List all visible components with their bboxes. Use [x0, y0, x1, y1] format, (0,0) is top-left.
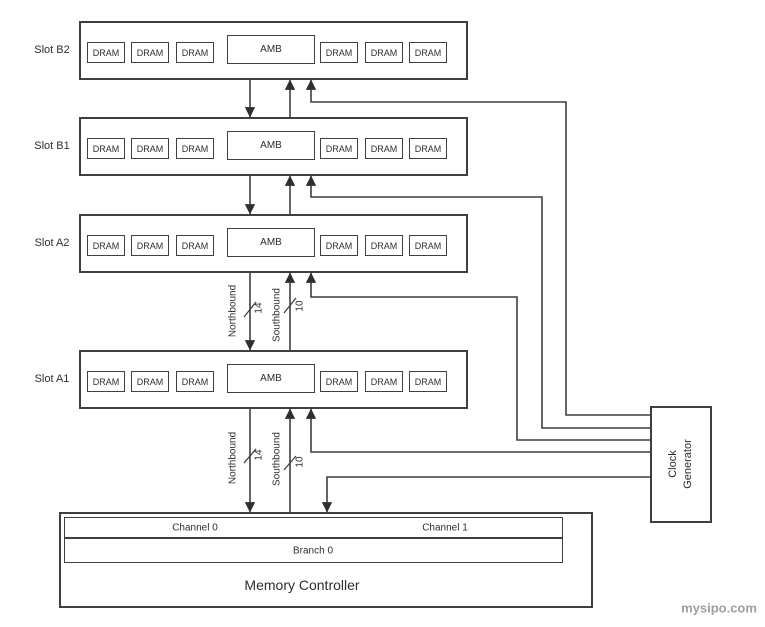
- southbound-label: Southbound: [271, 288, 283, 342]
- dram-chip: DRAM: [409, 42, 447, 63]
- slot-a1-label: Slot A1: [34, 373, 70, 385]
- dram-chip: DRAM: [365, 138, 403, 159]
- northbound-width-label: 14: [253, 302, 265, 314]
- amb-chip: AMB: [227, 131, 315, 160]
- clock-generator-label-line2: Generator: [682, 439, 694, 489]
- slot-a2-box: DRAM DRAM DRAM AMB DRAM DRAM DRAM: [79, 214, 468, 273]
- dram-chip: DRAM: [176, 138, 214, 159]
- northbound-width-label: 14: [253, 449, 265, 461]
- dram-chip: DRAM: [176, 235, 214, 256]
- watermark: mysipo.com: [681, 600, 757, 616]
- clock-route-slot-a1: [305, 408, 650, 453]
- bus-width-ticks: [243, 297, 297, 471]
- slot-a1-box: DRAM DRAM DRAM AMB DRAM DRAM DRAM: [79, 350, 468, 409]
- dram-chip: DRAM: [409, 371, 447, 392]
- dram-chip: DRAM: [365, 371, 403, 392]
- dram-chip: DRAM: [409, 235, 447, 256]
- dram-chip: DRAM: [176, 371, 214, 392]
- dram-chip: DRAM: [87, 138, 125, 159]
- amb-chip: AMB: [227, 228, 315, 257]
- dram-chip: DRAM: [131, 371, 169, 392]
- dram-chip: DRAM: [409, 138, 447, 159]
- dram-chip: DRAM: [365, 42, 403, 63]
- dram-chip: DRAM: [87, 371, 125, 392]
- southbound-label: Southbound: [271, 432, 283, 486]
- clock-generator-box: [650, 406, 712, 523]
- amb-chip: AMB: [227, 364, 315, 393]
- dram-chip: DRAM: [320, 138, 358, 159]
- slot-a2-label: Slot A2: [34, 237, 70, 249]
- dram-chip: DRAM: [320, 42, 358, 63]
- slot-b2-box: DRAM DRAM DRAM AMB DRAM DRAM DRAM: [79, 21, 468, 80]
- channel-row-box: [64, 517, 563, 539]
- southbound-width-label: 10: [294, 300, 306, 312]
- northbound-label: Northbound: [227, 431, 239, 485]
- clock-route-slot-b1: [305, 175, 650, 429]
- dram-chip: DRAM: [131, 138, 169, 159]
- branch-row-box: [64, 537, 563, 563]
- dram-chip: DRAM: [131, 235, 169, 256]
- northbound-label: Northbound: [227, 284, 239, 338]
- amb-chip: AMB: [227, 35, 315, 64]
- slot-b1-label: Slot B1: [34, 140, 70, 152]
- dram-chip: DRAM: [320, 371, 358, 392]
- clock-route-slot-a2: [305, 272, 650, 441]
- clock-generator-label: Clock Generator: [666, 439, 696, 489]
- clock-route-slot-b2: [305, 79, 650, 416]
- channel0-label: Channel 0: [172, 522, 218, 534]
- memory-controller-title: Memory Controller: [244, 577, 360, 593]
- channel1-label: Channel 1: [422, 522, 468, 534]
- clock-generator-label-line1: Clock: [667, 450, 680, 478]
- dram-chip: DRAM: [320, 235, 358, 256]
- dram-chip: DRAM: [87, 235, 125, 256]
- dram-chip: DRAM: [365, 235, 403, 256]
- dram-chip: DRAM: [131, 42, 169, 63]
- clock-route-memory-controller: [321, 476, 650, 513]
- slot-b1-box: DRAM DRAM DRAM AMB DRAM DRAM DRAM: [79, 117, 468, 176]
- slot-b2-label: Slot B2: [34, 44, 70, 56]
- southbound-width-label: 10: [294, 456, 306, 468]
- dram-chip: DRAM: [87, 42, 125, 63]
- dram-chip: DRAM: [176, 42, 214, 63]
- branch-label: Branch 0: [292, 545, 334, 557]
